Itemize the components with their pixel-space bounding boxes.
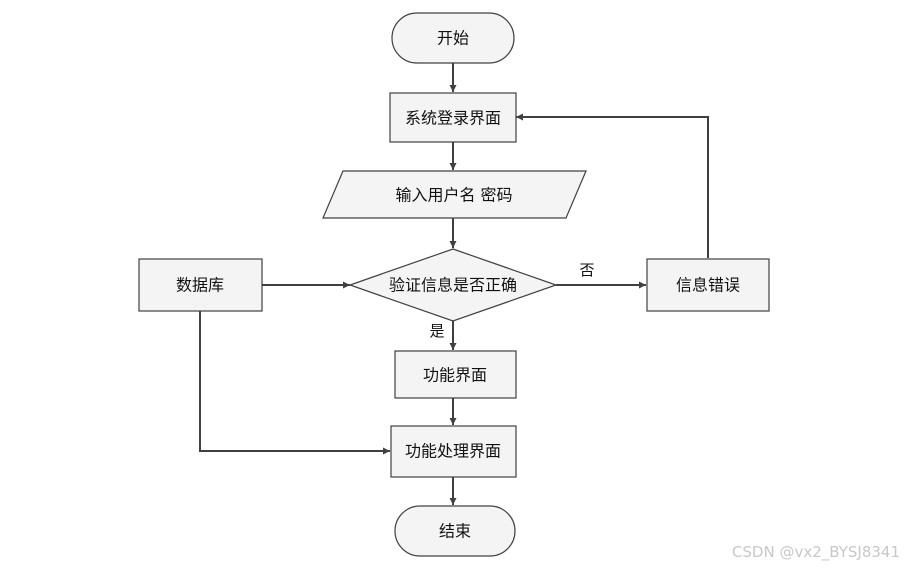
node-process: 功能处理界面 [390, 425, 517, 478]
edge-database-to-process [199, 311, 390, 455]
node-start: 开始 [391, 12, 515, 64]
node-input-label: 输入用户名 密码 [395, 186, 512, 205]
node-input: 输入用户名 密码 [322, 170, 587, 219]
node-error-label: 信息错误 [676, 276, 740, 295]
node-start-label: 开始 [437, 29, 469, 48]
node-end-label: 结束 [439, 522, 471, 541]
node-function: 功能界面 [394, 350, 517, 399]
edge-error-to-login [516, 113, 709, 258]
edge-label-yes: 是 [429, 322, 444, 340]
node-process-label: 功能处理界面 [405, 442, 501, 461]
node-login: 系统登录界面 [389, 92, 517, 143]
node-function-label: 功能界面 [423, 366, 487, 385]
node-login-label: 系统登录界面 [405, 109, 501, 128]
edge-label-no: 否 [579, 261, 594, 279]
node-end: 结束 [394, 505, 516, 557]
node-verify-label: 验证信息是否正确 [389, 276, 517, 295]
node-database-label: 数据库 [176, 276, 224, 295]
node-error: 信息错误 [646, 258, 770, 312]
node-verify: 验证信息是否正确 [348, 248, 558, 322]
watermark: CSDN @vx2_BYSJ8341 [732, 543, 900, 562]
node-database: 数据库 [138, 258, 263, 312]
